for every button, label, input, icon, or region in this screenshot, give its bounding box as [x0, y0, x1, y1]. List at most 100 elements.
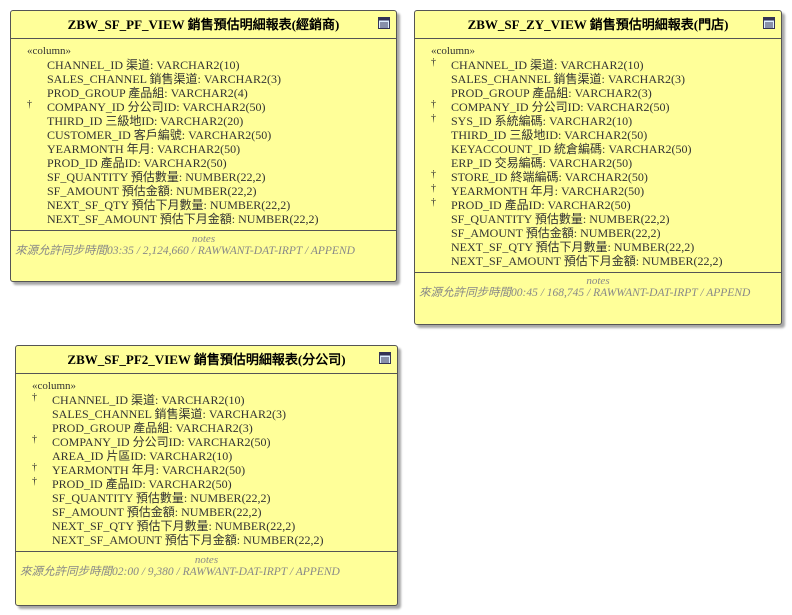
notes-section: notes 來源允許同步時間02:00 / 9,380 / RAWWANT-DA…: [16, 552, 397, 582]
column-text: STORE_ID 終端編碼: VARCHAR2(50): [451, 170, 648, 184]
column-text: NEXT_SF_QTY 預估下月數量: NUMBER(22,2): [47, 198, 291, 212]
column-row: † YEARMONTH 年月: VARCHAR2(50): [28, 462, 397, 478]
column-text: THIRD_ID 三級地ID: VARCHAR2(20): [47, 114, 244, 128]
column-list: «column» †CHANNEL_ID 渠道: VARCHAR2(10)SAL…: [415, 39, 781, 273]
column-row: †PROD_ID 產品ID: VARCHAR2(50): [427, 198, 781, 213]
column-list: «column» †CHANNEL_ID 渠道: VARCHAR2(10)SAL…: [16, 374, 397, 552]
column-text: SALES_CHANNEL 銷售渠道: VARCHAR2(3): [451, 72, 686, 86]
column-row: † CHANNEL_ID 渠道: VARCHAR2(10): [427, 57, 781, 73]
column-row: YEARMONTH 年月: VARCHAR2(50): [23, 142, 396, 156]
column-text: SF_QUANTITY 預估數量: NUMBER(22,2): [47, 170, 266, 184]
entity-title-text: ZBW_SF_PF_VIEW 銷售預估明細報表(經銷商): [67, 17, 340, 32]
column-row: CHANNEL_ID 渠道: VARCHAR2(10): [23, 58, 396, 72]
column-row: NEXT_SF_QTY 預估下月數量: NUMBER(22,2): [427, 240, 781, 254]
column-list: «column» CHANNEL_ID 渠道: VARCHAR2(10)SALE…: [11, 39, 396, 231]
column-row: † CHANNEL_ID 渠道: VARCHAR2(10): [28, 392, 397, 408]
column-row: PROD_ID 產品ID: VARCHAR2(50): [23, 156, 396, 170]
column-text: SF_QUANTITY 預估數量: NUMBER(22,2): [451, 212, 670, 226]
entity-title: ZBW_SF_ZY_VIEW 銷售預估明細報表(門店): [415, 11, 781, 39]
entity-title: ZBW_SF_PF2_VIEW 銷售預估明細報表(分公司): [16, 346, 397, 374]
column-row: SALES_CHANNEL 銷售渠道: VARCHAR2(3): [28, 407, 397, 421]
column-text: YEARMONTH 年月: VARCHAR2(50): [52, 463, 246, 477]
key-marker-icon: †: [431, 99, 436, 110]
column-text: YEARMONTH 年月: VARCHAR2(50): [47, 142, 241, 156]
column-text: KEYACCOUNT_ID 統倉編碼: VARCHAR2(50): [451, 142, 692, 156]
column-text: PROD_ID 產品ID: VARCHAR2(50): [451, 198, 631, 212]
column-row: AREA_ID 片區ID: VARCHAR2(10): [28, 449, 397, 463]
column-row: SALES_CHANNEL 銷售渠道: VARCHAR2(3): [427, 72, 781, 86]
column-row: PROD_GROUP 產品組: VARCHAR2(4): [23, 86, 396, 100]
table-icon: [763, 17, 775, 29]
column-text: SF_QUANTITY 預估數量: NUMBER(22,2): [52, 491, 271, 505]
entity-zbw-sf-pf-view[interactable]: ZBW_SF_PF_VIEW 銷售預估明細報表(經銷商) «column» CH…: [10, 10, 397, 282]
column-text: NEXT_SF_QTY 預估下月數量: NUMBER(22,2): [451, 240, 695, 254]
key-marker-icon: †: [431, 57, 436, 68]
column-row: † YEARMONTH 年月: VARCHAR2(50): [427, 183, 781, 199]
key-marker-icon: †: [431, 113, 436, 124]
column-row: SF_QUANTITY 預估數量: NUMBER(22,2): [23, 170, 396, 184]
column-row: CUSTOMER_ID 客戶編號: VARCHAR2(50): [23, 128, 396, 142]
column-text: SF_AMOUNT 預估金額: NUMBER(22,2): [47, 184, 257, 198]
column-text: THIRD_ID 三級地ID: VARCHAR2(50): [451, 128, 648, 142]
column-text: NEXT_SF_AMOUNT 預估下月金額: NUMBER(22,2): [52, 533, 324, 547]
column-row: PROD_GROUP 產品組: VARCHAR2(3): [427, 86, 781, 100]
column-text: SYS_ID 系統編碼: VARCHAR2(10): [451, 114, 633, 128]
notes-text: 來源允許同步時間03:35 / 2,124,660 / RAWWANT-DAT-…: [15, 245, 355, 257]
column-row: SF_AMOUNT 預估金額: NUMBER(22,2): [23, 184, 396, 198]
column-text: YEARMONTH 年月: VARCHAR2(50): [451, 184, 645, 198]
column-text: COMPANY_ID 分公司ID: VARCHAR2(50): [47, 100, 266, 114]
column-row: NEXT_SF_AMOUNT 預估下月金額: NUMBER(22,2): [427, 254, 781, 268]
column-row: SF_QUANTITY 預估數量: NUMBER(22,2): [427, 212, 781, 226]
column-text: CHANNEL_ID 渠道: VARCHAR2(10): [52, 393, 245, 407]
key-marker-icon: †: [431, 169, 436, 180]
column-text: CUSTOMER_ID 客戶編號: VARCHAR2(50): [47, 128, 272, 142]
column-row: † COMPANY_ID 分公司ID: VARCHAR2(50): [427, 99, 781, 115]
column-row: † COMPANY_ID 分公司ID: VARCHAR2(50): [28, 434, 397, 450]
column-text: ERP_ID 交易編碼: VARCHAR2(50): [451, 156, 633, 170]
key-marker-icon: †: [32, 462, 37, 473]
entity-zbw-sf-pf2-view[interactable]: ZBW_SF_PF2_VIEW 銷售預估明細報表(分公司) «column» †…: [15, 345, 398, 606]
column-text: AREA_ID 片區ID: VARCHAR2(10): [52, 449, 233, 463]
column-text: COMPANY_ID 分公司ID: VARCHAR2(50): [52, 435, 271, 449]
table-icon: [379, 352, 391, 364]
column-row: NEXT_SF_QTY 預估下月數量: NUMBER(22,2): [23, 198, 396, 212]
notes-section: notes 來源允許同步時間03:35 / 2,124,660 / RAWWAN…: [11, 231, 396, 261]
column-text: SALES_CHANNEL 銷售渠道: VARCHAR2(3): [47, 72, 282, 86]
entity-title-text: ZBW_SF_PF2_VIEW 銷售預估明細報表(分公司): [67, 352, 346, 367]
column-row: † SYS_ID 系統編碼: VARCHAR2(10): [427, 113, 781, 129]
column-text: PROD_GROUP 產品組: VARCHAR2(3): [451, 86, 652, 100]
column-text: SF_AMOUNT 預估金額: NUMBER(22,2): [451, 226, 661, 240]
column-row: PROD_GROUP 產品組: VARCHAR2(3): [28, 421, 397, 435]
column-text: COMPANY_ID 分公司ID: VARCHAR2(50): [451, 100, 670, 114]
column-row: NEXT_SF_QTY 預估下月數量: NUMBER(22,2): [28, 519, 397, 533]
entity-zbw-sf-zy-view[interactable]: ZBW_SF_ZY_VIEW 銷售預估明細報表(門店) «column» †CH…: [414, 10, 782, 325]
notes-text: 來源允許同步時間00:45 / 168,745 / RAWWANT-DAT-IR…: [419, 287, 751, 299]
notes-title: notes: [586, 275, 610, 287]
column-row: SALES_CHANNEL 銷售渠道: VARCHAR2(3): [23, 72, 396, 86]
notes-section: notes 來源允許同步時間00:45 / 168,745 / RAWWANT-…: [415, 273, 781, 303]
key-marker-icon: †: [32, 476, 37, 487]
notes-title: notes: [191, 233, 216, 245]
column-text: NEXT_SF_QTY 預估下月數量: NUMBER(22,2): [52, 519, 296, 533]
column-row: THIRD_ID 三級地ID: VARCHAR2(20): [23, 114, 396, 128]
entity-title-text: ZBW_SF_ZY_VIEW 銷售預估明細報表(門店): [467, 17, 729, 32]
notes-title: notes: [194, 554, 219, 566]
column-text: SALES_CHANNEL 銷售渠道: VARCHAR2(3): [52, 407, 287, 421]
column-row: SF_QUANTITY 預估數量: NUMBER(22,2): [28, 491, 397, 505]
column-row: KEYACCOUNT_ID 統倉編碼: VARCHAR2(50): [427, 142, 781, 156]
table-icon: [378, 17, 390, 29]
column-text: SF_AMOUNT 預估金額: NUMBER(22,2): [52, 505, 262, 519]
column-row: † COMPANY_ID 分公司ID: VARCHAR2(50): [23, 99, 396, 115]
column-text: PROD_GROUP 產品組: VARCHAR2(3): [52, 421, 253, 435]
column-row: SF_AMOUNT 預估金額: NUMBER(22,2): [28, 505, 397, 519]
key-marker-icon: †: [27, 99, 32, 110]
column-text: PROD_GROUP 產品組: VARCHAR2(4): [47, 86, 248, 100]
key-marker-icon: †: [32, 434, 37, 445]
key-marker-icon: †: [32, 392, 37, 403]
column-row: NEXT_SF_AMOUNT 預估下月金額: NUMBER(22,2): [28, 533, 397, 547]
column-row: NEXT_SF_AMOUNT 預估下月金額: NUMBER(22,2): [23, 212, 396, 226]
column-text: CHANNEL_ID 渠道: VARCHAR2(10): [451, 58, 644, 72]
column-row: SF_AMOUNT 預估金額: NUMBER(22,2): [427, 226, 781, 240]
column-row: THIRD_ID 三級地ID: VARCHAR2(50): [427, 128, 781, 142]
key-marker-icon: †: [431, 183, 436, 194]
